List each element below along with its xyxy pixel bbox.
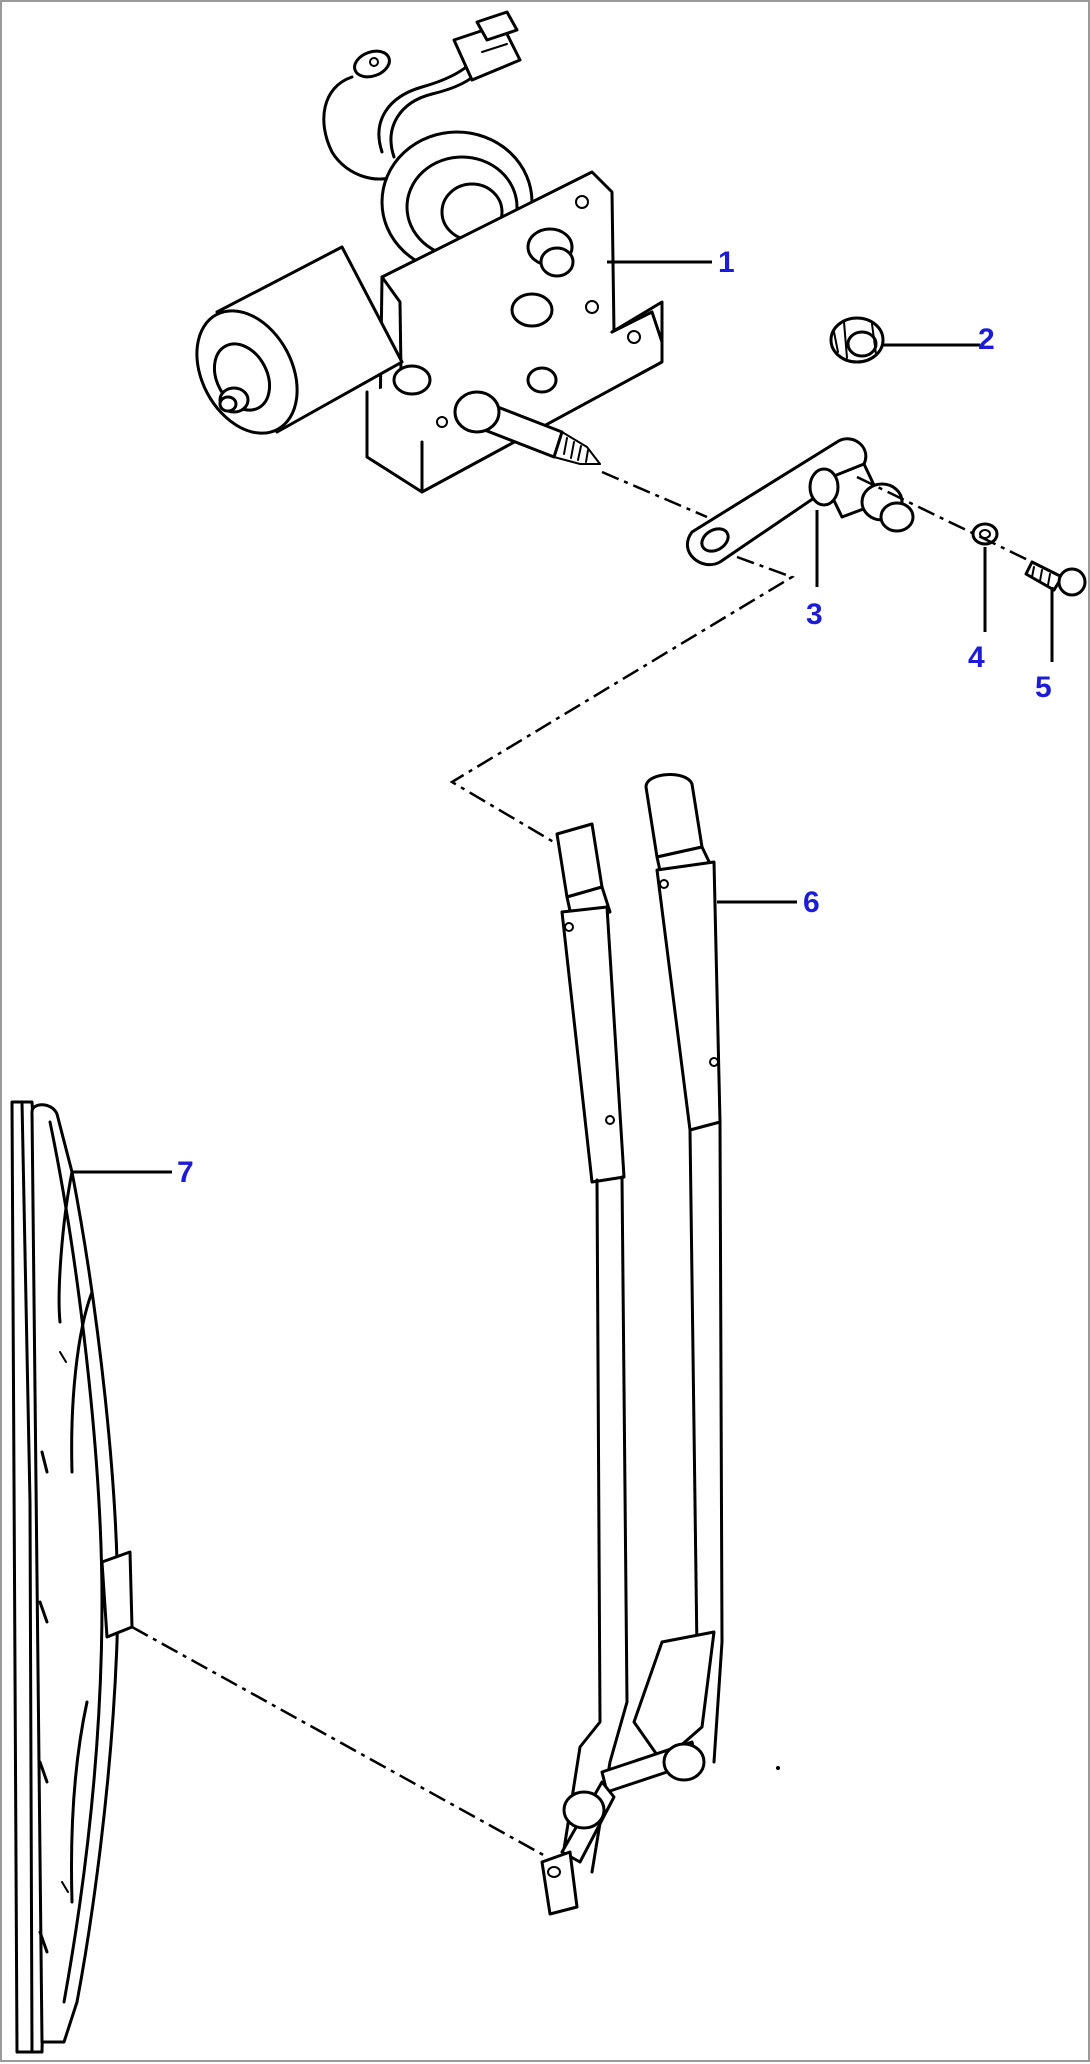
callout-labels: 1 2 3 4 5 6 7 <box>177 246 1052 1189</box>
callout-1: 1 <box>718 246 735 279</box>
assembly-centerlines <box>131 470 1033 1859</box>
callout-7: 7 <box>177 1156 194 1189</box>
part-1-wiper-motor <box>195 10 664 494</box>
callout-6: 6 <box>803 886 820 919</box>
part-3-crank-link <box>685 437 915 567</box>
callout-3: 3 <box>806 598 823 631</box>
callout-leaders <box>72 260 1054 1174</box>
callout-4: 4 <box>968 641 985 674</box>
part-7-wiper-blade <box>10 1100 134 2054</box>
part-4-washer <box>971 522 999 546</box>
part-6-wiper-arm <box>540 773 724 1916</box>
part-2-nut <box>829 316 885 364</box>
callout-5: 5 <box>1035 671 1052 704</box>
callout-2: 2 <box>978 323 995 356</box>
stray-dot <box>776 1766 780 1770</box>
part-5-screw <box>1024 560 1087 597</box>
